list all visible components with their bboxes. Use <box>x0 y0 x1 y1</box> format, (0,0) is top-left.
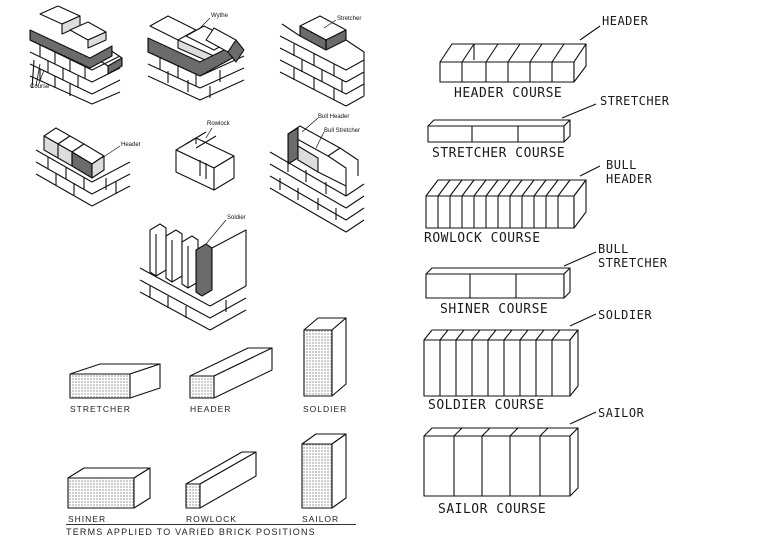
stretcher-course-sketch <box>427 103 597 143</box>
caption-rule <box>66 524 356 525</box>
label-bull-header: Bull Header <box>318 114 350 120</box>
rowlock-brick-diagram <box>175 131 235 191</box>
tag-stretcher: STRETCHER <box>600 94 670 108</box>
tag-header: HEADER <box>602 14 649 28</box>
stretcher-brick-diagram <box>69 363 161 399</box>
label-stretcher-brick: STRETCHER <box>70 404 131 414</box>
label-wythe: Wythe <box>211 13 228 19</box>
rowlock-course-sketch <box>425 165 601 229</box>
figure-caption: TERMS APPLIED TO VARIED BRICK POSITIONS <box>66 527 316 537</box>
label-sailor-course: SAILOR COURSE <box>438 502 547 517</box>
label-shiner-course: SHINER COURSE <box>440 302 549 317</box>
tag-bull-header-2: HEADER <box>606 172 653 186</box>
wall-header-diagram <box>35 127 131 207</box>
sailor-brick-diagram <box>301 433 347 509</box>
tag-sailor: SAILOR <box>598 406 645 420</box>
tag-bull-stretcher-2: STRETCHER <box>598 256 668 270</box>
label-rowlock: Rowlock <box>207 121 230 127</box>
label-header: Header <box>121 142 141 148</box>
label-header-course: HEADER COURSE <box>454 86 563 101</box>
sailor-course-sketch <box>423 411 597 497</box>
leader-lines <box>37 17 337 245</box>
wall-course-diagram <box>29 5 123 105</box>
label-bull-stretcher: Bull Stretcher <box>324 128 361 134</box>
wall-wythe-diagram <box>147 15 245 101</box>
label-soldier-brick: SOLDIER <box>303 404 348 414</box>
wall-soldier-diagram <box>139 223 247 331</box>
label-stretcher: Stretcher <box>337 16 362 22</box>
tag-soldier: SOLDIER <box>598 308 653 322</box>
label-shiner-brick: SHINER <box>68 514 107 524</box>
label-soldier: Soldier <box>227 215 246 221</box>
label-stretcher-course: STRETCHER COURSE <box>432 146 566 161</box>
label-soldier-course: SOLDIER COURSE <box>428 398 545 413</box>
label-header-brick: HEADER <box>190 404 232 414</box>
rowlock-brick-small-diagram <box>185 451 257 509</box>
wall-bull-diagram <box>269 125 365 233</box>
header-brick-diagram <box>189 347 273 399</box>
label-rowlock-brick: ROWLOCK <box>186 514 237 524</box>
soldier-course-sketch <box>423 313 597 397</box>
label-rowlock-course: ROWLOCK COURSE <box>424 231 541 246</box>
header-course-sketch <box>439 25 601 83</box>
wall-stretcher-diagram <box>279 15 365 107</box>
shiner-brick-diagram <box>67 467 151 509</box>
shiner-course-sketch <box>425 251 597 299</box>
tag-bull-stretcher-1: BULL <box>598 242 629 256</box>
label-sailor-brick: SAILOR <box>302 514 340 524</box>
soldier-brick-diagram <box>303 317 347 397</box>
label-course: Course <box>30 84 50 90</box>
tag-bull-header-1: BULL <box>606 158 637 172</box>
